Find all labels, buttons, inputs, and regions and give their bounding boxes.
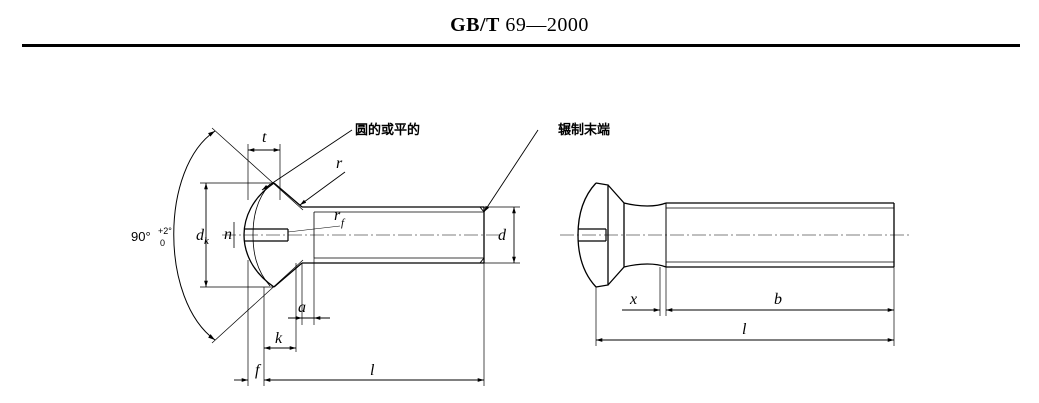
rolled-end: [479, 206, 485, 264]
dim-f-label: f: [255, 362, 262, 379]
neck-right: [623, 202, 667, 268]
dim-r-label: r: [336, 155, 343, 172]
callout-head-label: 圆的或平的: [355, 122, 420, 138]
angle-ext-upper: [211, 127, 304, 211]
dim-rf-sub: f: [341, 217, 346, 229]
dim-x-label: x: [629, 291, 637, 308]
head-countersink: [273, 182, 303, 288]
fillet-line: [287, 225, 341, 233]
dim-a-label: a: [298, 299, 306, 316]
angle-tol-lower: 0: [160, 238, 165, 248]
thread-root-right: [666, 207, 894, 263]
t-ext: [247, 144, 281, 200]
dim-k-label: k: [275, 330, 283, 347]
dim-rf-label: r: [334, 207, 341, 224]
dim-l-label: l: [370, 362, 375, 379]
standard-number: GB/T 69—2000: [0, 14, 1039, 37]
page-header: GB/T 69—2000: [0, 0, 1039, 48]
left-screw-view: [173, 127, 539, 386]
callout-end-label: 辗制末端: [558, 122, 610, 138]
header-rule: [22, 44, 1020, 47]
dk-ext: [200, 182, 274, 288]
a-ext: [301, 258, 315, 325]
standard-code: 69—2000: [505, 14, 589, 36]
dim-d-label: d: [498, 227, 507, 244]
angle-label: 90°: [131, 229, 151, 244]
angle-ext-lower: [211, 259, 304, 344]
dim-l-right-label: l: [742, 321, 747, 338]
r-leader: [299, 171, 346, 206]
dim-dk-sub: k: [204, 235, 210, 247]
k-ext: [263, 263, 297, 352]
callout-head-leader: [261, 129, 353, 191]
callout-end-leader: [483, 129, 539, 213]
standard-prefix: GB/T: [450, 14, 500, 36]
dim-b-label: b: [774, 291, 782, 308]
head-countersink-right: [607, 184, 625, 286]
dim-n-label: n: [224, 226, 232, 243]
angle-arc: [173, 130, 216, 341]
dim-dk-label: d: [196, 227, 205, 244]
right-screw-view: [560, 182, 910, 346]
angle-tol-upper: +2°: [158, 226, 172, 236]
dim-t-label: t: [262, 129, 267, 146]
